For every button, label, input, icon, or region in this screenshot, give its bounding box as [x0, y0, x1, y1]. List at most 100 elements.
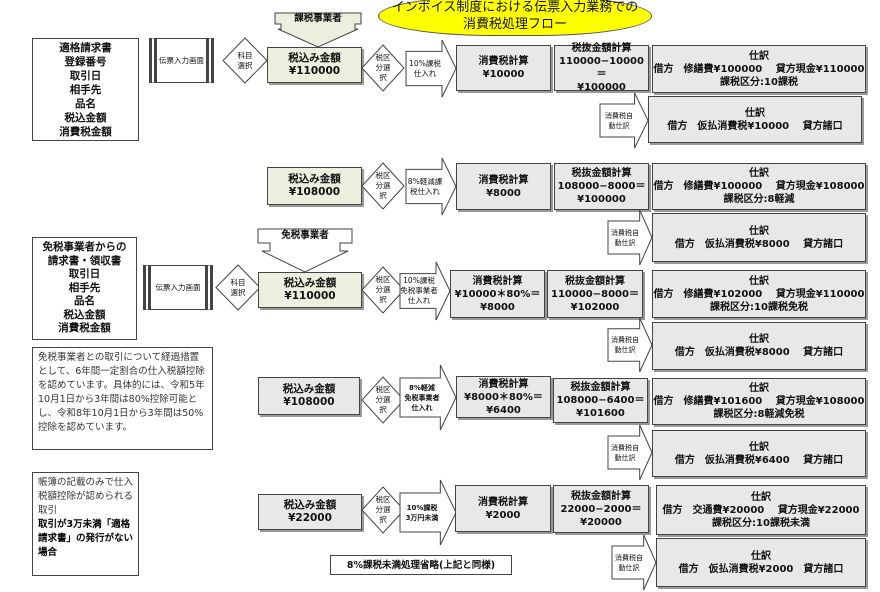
shape-label: 消費税自動仕訳 [608, 425, 652, 480]
text-line: 消費税自 [611, 443, 639, 452]
text-line: 消費税計算 [472, 275, 523, 287]
text-line: 税込み金額 [282, 383, 336, 395]
text-line: 借方 交通費¥20000 貸方現金¥22000 [662, 504, 860, 516]
text-line: 分選 [375, 181, 391, 190]
shape-label: 税区分選択 [362, 163, 404, 209]
text-line: 借方 修繕費¥100000 貸方現金¥108000 [653, 181, 865, 192]
text-line: 消費税計算 [478, 496, 528, 508]
banner-label: 免税事業者 [281, 230, 329, 241]
invoice-items-box: 適格請求書登録番号取引日相手先品名税込金額消費税金額 [32, 38, 139, 141]
tax-category-select-diamond: 税区分選択 [361, 162, 405, 210]
text-line: 10%課税 [403, 276, 435, 285]
text-line: 10%課税 [409, 58, 441, 68]
item: 消費税金額 [59, 125, 112, 138]
label: 伝票入力画面 [155, 283, 201, 292]
text-line: ¥10000 [482, 69, 525, 80]
tax-journal-entry-box: 仕訳借方 仮払消費税¥8000 貸方諸口 [652, 213, 866, 262]
tax-inclusive-amount-box: 税込み金額¥110000 [267, 47, 362, 83]
text-line: 択 [379, 405, 387, 414]
text-line: 免税事業者 [404, 393, 440, 402]
shape-label: 10%課税免税事業者仕入れ [400, 262, 450, 320]
text-line: 22000−2000＝ [560, 503, 642, 515]
text-line: 仕訳 [749, 225, 769, 237]
title-line: インボイス制度における伝票入力業務での [391, 0, 639, 15]
shape-label: 消費税自動仕訳 [612, 535, 656, 590]
tax-category-select-diamond: 税区分選択 [361, 486, 405, 534]
text-line: 分選 [375, 63, 391, 72]
shape-label: 8%軽減免税事業者仕入れ [400, 365, 456, 430]
omitted-note: 8%課税未満処理省略(上記と同様) [330, 555, 512, 575]
auto-tax-journal-arrow: 消費税自動仕訳 [612, 535, 656, 590]
item: 品名 [74, 295, 95, 308]
text-line: 借方 仮払消費税¥6400 貸方諸口 [674, 454, 844, 466]
tax-inclusive-amount-box: 税込み金額¥108000 [258, 377, 360, 415]
text-line: 税抜金額計算 [565, 275, 625, 287]
text-line: 110000−8000＝ [551, 288, 639, 300]
auto-tax-journal-arrow: 消費税自動仕訳 [600, 93, 648, 148]
item: 適格請求書 [59, 41, 112, 54]
text-line: 税込み金額 [288, 52, 341, 64]
text-line: 108000−6400＝ [556, 395, 645, 406]
voucher-input-screen: 伝票入力画面 [149, 38, 214, 83]
purchase-type-arrow: 10%課税仕入れ [406, 40, 456, 97]
text-line: ¥102000 [570, 301, 620, 313]
text-line: ¥8000＊80%＝ [464, 391, 543, 403]
text-line: 仕訳 [745, 107, 765, 119]
text-line: 税区 [375, 385, 391, 394]
text-line: 仕訳 [749, 275, 769, 287]
text-line: 借方 仮払消費税¥8000 貸方諸口 [674, 238, 844, 250]
text-line: 税込み金額 [283, 499, 337, 511]
text-line: 消費税自 [615, 553, 643, 562]
auto-tax-journal-arrow: 消費税自動仕訳 [608, 210, 652, 265]
text-line: ¥110000 [288, 65, 341, 77]
text-line: 108000−8000＝ [557, 181, 646, 192]
item: 取引日 [68, 268, 101, 281]
text-line: 3万円未満 [405, 513, 439, 522]
voucher-input-screen: 伝票入力画面 [143, 265, 213, 310]
text-line: 動仕訳 [614, 238, 636, 247]
label: 選択 [230, 287, 246, 297]
tax-journal-entry-box: 仕訳借方 仮払消費税¥8000 貸方諸口 [652, 322, 866, 370]
text-line: 税込み金額 [288, 173, 341, 185]
tax-journal-entry-box: 仕訳借方 仮払消費税¥10000 貸方諸口 [648, 96, 862, 143]
account-select-diamond: 科目選択 [215, 264, 261, 311]
text-line: 択 [379, 73, 387, 82]
text-line: 借方 仮払消費税¥10000 貸方諸口 [667, 120, 843, 132]
text-line: 課税区分:10課税 [720, 76, 798, 88]
text-line: 借方 修繕費¥100000 貸方現金¥110000 [653, 63, 865, 75]
shape-label: 税区分選択 [362, 45, 404, 91]
tax-inclusive-amount-box: 税込み金額¥108000 [267, 167, 362, 205]
item: 税込金額 [64, 111, 107, 124]
tax-journal-entry-box: 仕訳借方 仮払消費税¥6400 貸方諸口 [652, 430, 866, 477]
note-bold-text: 取引が3万未満「適格請求書」の発行がない場合 [38, 519, 134, 558]
text-line: 税抜金額計算 [571, 168, 632, 179]
shape-label: 消費税自動仕訳 [608, 318, 652, 372]
text-line: 10%課税 [406, 503, 438, 512]
consumption-tax-calc-box: 消費税計算¥10000＊80%＝¥8000 [450, 270, 545, 318]
text-line: 課税区分:10課税免税 [710, 301, 808, 313]
shape-label: 8%軽減課税仕入れ [406, 158, 456, 215]
item: 品名 [75, 97, 96, 110]
text-line: 択 [379, 191, 387, 200]
shape-label: 税区分選択 [362, 487, 404, 533]
consumption-tax-calc-box: 消費税計算¥10000 [456, 45, 551, 91]
text-line: ¥20000 [580, 516, 622, 528]
tax-inclusive-amount-box: 税込み金額¥22000 [258, 494, 362, 530]
item: 登録番号 [64, 55, 107, 68]
text-line: 8%軽減課 [407, 176, 443, 186]
consumption-tax-calc-box: 消費税計算¥8000 [456, 163, 551, 210]
text-line: 税区 [375, 275, 391, 284]
tax-category-select-diamond: 税区分選択 [361, 376, 405, 424]
tax-category-select-diamond: 税区分選択 [361, 266, 405, 314]
text-line: 仕訳 [749, 383, 769, 394]
ledger-only-note: 帳簿の記載のみで仕入税額控除が認められる取引 取引が3万未満「適格請求書」の発行… [32, 472, 139, 576]
